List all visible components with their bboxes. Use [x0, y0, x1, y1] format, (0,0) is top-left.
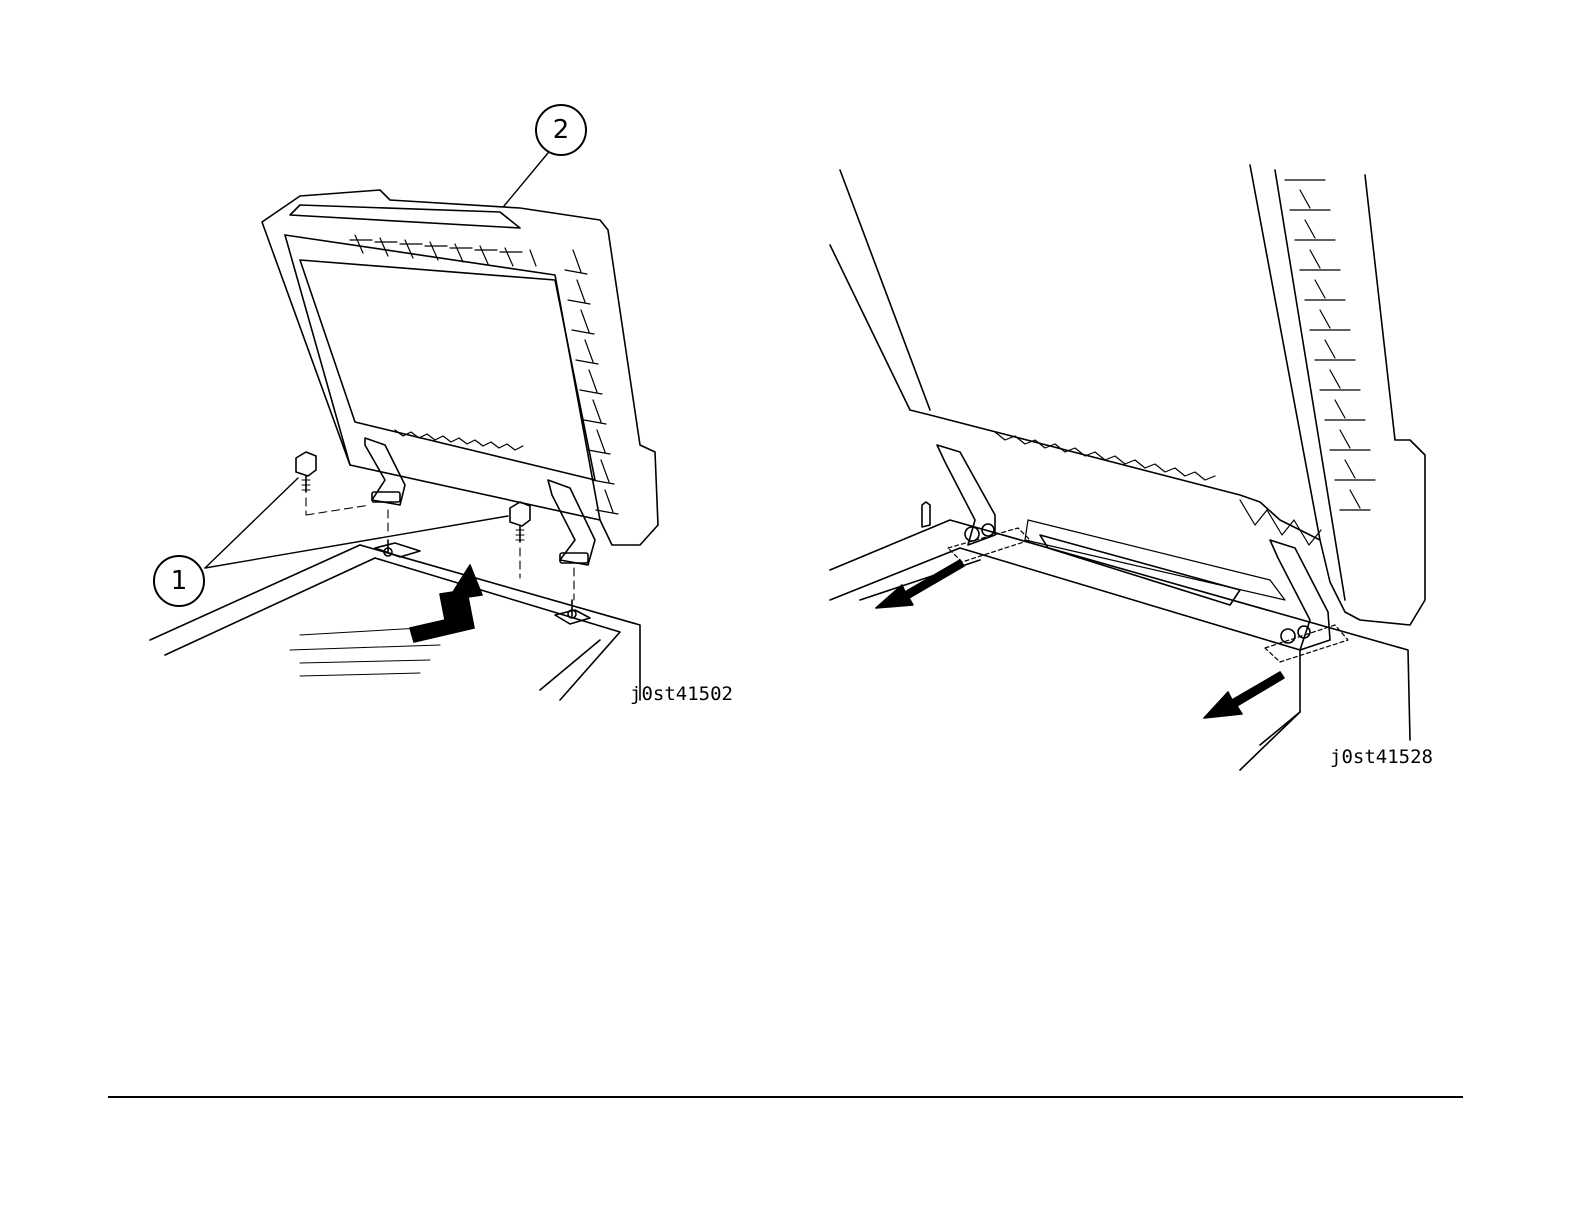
- lift-up-arrow: [410, 565, 482, 642]
- footer-rule: [108, 1096, 1463, 1098]
- thumb-screw-left: [296, 452, 316, 492]
- figure-id-right: j0st41528: [1330, 746, 1433, 768]
- document-feeder: [262, 190, 658, 565]
- scanner-base: [150, 540, 640, 700]
- hinge-footprints: [948, 528, 1348, 662]
- callout-1: 1: [153, 555, 205, 607]
- hinge-removal-illustration: [815, 155, 1465, 785]
- scanner-base: [830, 502, 1410, 770]
- callout-2: 2: [535, 104, 587, 156]
- feeder-removal-illustration: [140, 95, 760, 720]
- document-feeder: [830, 165, 1425, 650]
- figure-id-left: j0st41502: [630, 683, 733, 705]
- thumb-screw-right: [510, 502, 530, 542]
